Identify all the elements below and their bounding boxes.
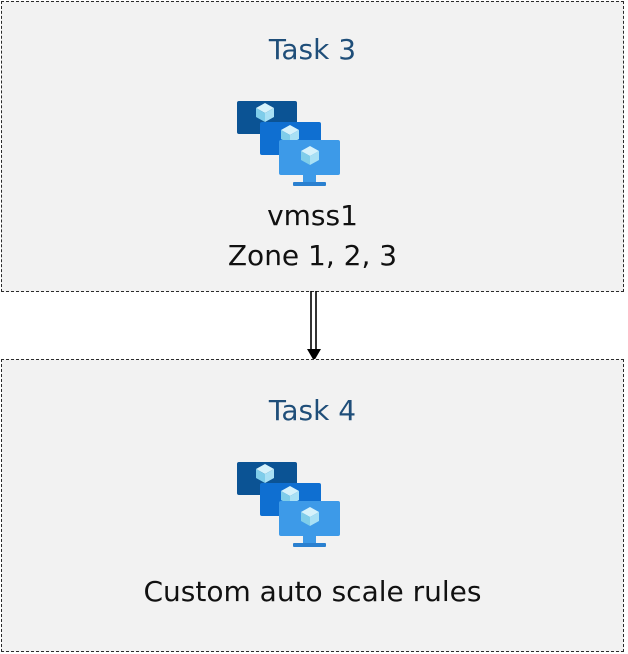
task4-title: Task 4 xyxy=(268,394,357,427)
down-arrow-connector xyxy=(307,291,321,361)
vm-scale-set-icon xyxy=(237,101,340,186)
task3-title: Task 3 xyxy=(268,33,357,66)
task3-caption-name: vmss1 xyxy=(267,199,358,232)
task4-box: Task 4 Custom auto scale rules xyxy=(1,359,624,652)
task4-caption: Custom auto scale rules xyxy=(143,575,482,608)
task3-box: Task 3 vmss1 Zone 1, 2, 3 xyxy=(1,1,624,292)
vm-scale-set-icon xyxy=(237,462,340,547)
task3-caption-zones: Zone 1, 2, 3 xyxy=(227,239,398,272)
